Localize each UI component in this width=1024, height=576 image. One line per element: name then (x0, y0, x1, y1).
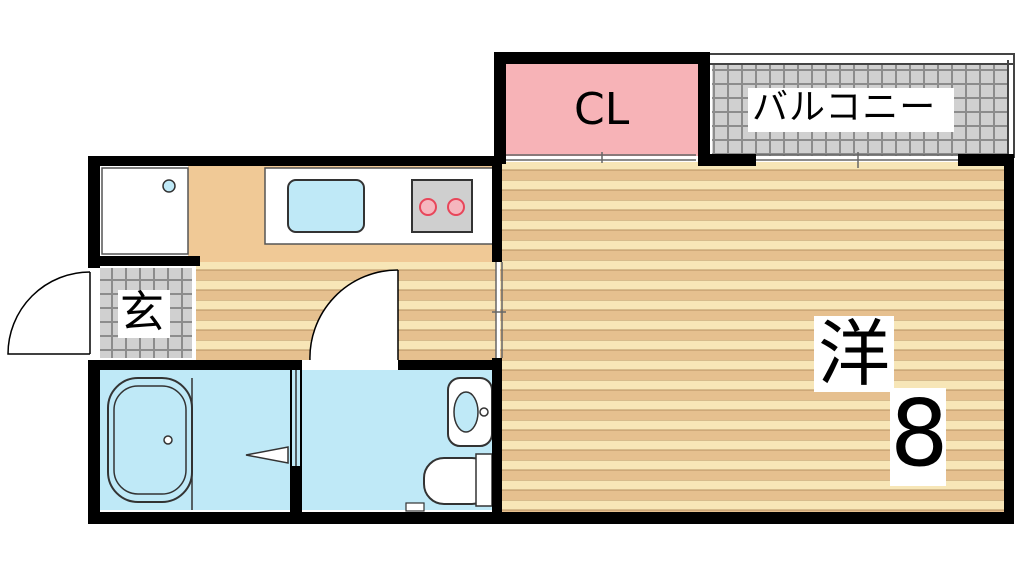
drain-icon (162, 179, 176, 193)
bathtub (107, 377, 193, 503)
entrance-label-bg (118, 290, 170, 338)
entrance-door (7, 271, 91, 355)
walls (88, 52, 1014, 524)
sink (287, 179, 365, 233)
burner-left-icon (419, 198, 437, 216)
balcony-label: バルコニー (752, 87, 937, 128)
faucet-icon (245, 446, 289, 464)
burner-right-icon (447, 198, 465, 216)
closet-floor (504, 64, 698, 156)
toilet-door (309, 269, 399, 363)
laundry-space (101, 167, 189, 255)
bath-drain-icon (163, 435, 173, 445)
closet-label: CL (574, 84, 630, 135)
entrance-label: 玄 (120, 287, 164, 338)
western-room-label: 洋 (814, 316, 895, 392)
balcony-label-bg (748, 88, 954, 132)
western-room-size: 8 (890, 380, 949, 487)
balcony-railing (705, 53, 1015, 65)
